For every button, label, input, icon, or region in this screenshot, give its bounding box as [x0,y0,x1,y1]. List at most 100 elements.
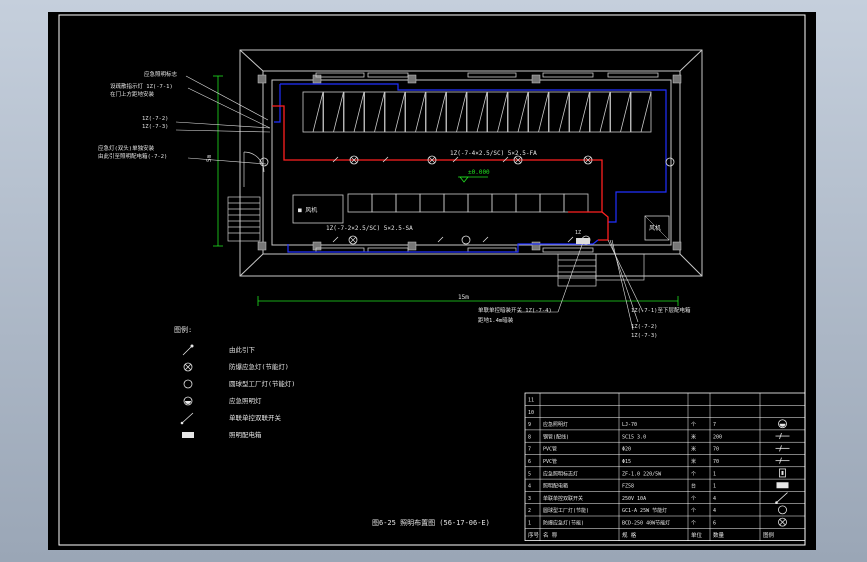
rack-cabinet [446,91,467,133]
rack-cabinet [630,91,652,133]
legend-label-6: 照明配电箱 [229,430,262,439]
rack-cabinet [323,91,344,133]
table-cell-name: 圆球型工厂灯(节能) [543,507,589,514]
room-label-right: 风机 [649,224,661,232]
rack-cabinet [466,91,488,133]
table-cell-no: 1 [528,521,531,527]
rack-cabinet [302,91,324,133]
emergency-light-icon [348,235,358,245]
equipment-rack-row-lower [347,193,589,213]
circuit-label-upper: 1Z(-7-4×2.5/SC) 5×2.5-FA [450,150,537,157]
distribution-panel [576,238,590,244]
table-cell-name: 钢管(配线) [543,433,569,440]
switch-icon [181,412,194,424]
rack-cabinet [528,91,549,133]
legend-title: 图例: [174,325,192,334]
circuit-label-lower: 1Z(-7-2×2.5/SC) 5×2.5-SA [326,225,413,232]
rack-cabinet [364,91,385,133]
table-cell-name: PVC管 [543,446,557,453]
switch-icon [776,492,788,503]
callout-left-3: 在门上方距地安装 [110,90,155,98]
rack-cabinet [539,193,565,213]
rack-cabinet [491,193,517,213]
table-cell-unit: 个 [691,508,696,514]
table-cell-model: 250V 10A [622,496,646,502]
emergency-light-icon [778,517,787,527]
drawing-caption: 图6-25 照明布置图 (56-17-06-E) [372,518,490,527]
table-cell-qty: 6 [713,521,716,527]
table-cell-no: 3 [528,496,531,502]
table-cell-model: ZF-1.0 220/5W [622,471,662,477]
rack-cabinet [371,193,397,213]
callout-right-2: 1Z(-7-2) [631,324,658,330]
table-cell-model: Φ20 [622,447,631,453]
rack-cabinet [347,193,373,213]
rack-cabinet [515,193,541,213]
lighting-plan-drawing: ■ 风机 风机 [58,14,806,546]
emergency-circuit-wire [280,83,667,223]
legend-label-2: 防爆应急灯(节能灯) [229,362,289,371]
rack-cabinet [507,91,529,133]
callout-bottom-1: 单联单控暗装开关 1Z(-7-4) [478,306,552,314]
table-cell-no: 7 [528,447,531,453]
ceiling-light-icon [183,396,193,406]
level-mark: ±0.000 [458,169,490,183]
legend: 由此引下防爆应急灯(节能灯)圆球型工厂灯(节能灯)应急照明灯单联单控双联开关照明… [180,344,295,439]
table-cell-unit: 个 [691,471,696,477]
factory-light-icon [183,379,193,389]
staircase-left [227,196,261,242]
table-cell-qty: 70 [713,447,719,453]
table-header-model: 规 格 [622,531,637,539]
table-cell-name: PVC管 [543,458,557,465]
table-cell-no: 5 [528,471,531,477]
emergency-light-icon [513,155,523,165]
exit-sign-icon [779,468,786,478]
rack-cabinet [467,193,493,213]
table-cell-qty: 70 [713,459,719,465]
table-cell-no: 11 [528,398,534,404]
arrow-down-icon [182,345,193,356]
dimensions [213,75,679,306]
table-cell-qty: 4 [713,496,716,502]
ceiling-light-icon [778,419,787,429]
table-cell-model: GC1-A 25W 节能灯 [622,507,667,514]
table-cell-no: 4 [528,484,531,490]
staircase-bottom [557,253,645,287]
legend-label-5: 单联单控双联开关 [229,413,282,422]
rack-cabinet [425,91,447,133]
columns [257,74,682,251]
dimension-width-label: 5m [206,154,213,162]
table-cell-unit: 米 [691,446,696,453]
table-cell-name: 应急照明灯 [543,421,568,428]
panel-icon [182,432,194,438]
equipment-rack-row-upper [302,91,652,133]
callout-left-7: 由此引至照明配电箱(-7-2) [98,152,167,160]
table-cell-unit: 米 [691,433,696,440]
rack-cabinet [343,91,365,133]
table-cell-name: 应急照明标志灯 [543,470,578,477]
factory-light-icon [259,157,269,167]
room-label-left: ■ 风机 [298,206,317,214]
fan-unit-right [644,215,670,241]
drawing-sheet: ■ 风机 风机 [48,12,816,550]
table-header-qty: 数量 [713,531,725,539]
rack-cabinet [395,193,421,213]
callout-leaders-left [175,75,271,165]
table-cell-unit: 台 [691,483,696,490]
table-header-name: 名 称 [543,531,558,539]
table-header-symbol: 图例 [763,531,775,539]
fan-unit-left [292,194,344,224]
callout-left-6: 应急灯(双头)单独安装 [98,144,155,152]
table-cell-no: 8 [528,434,531,440]
legend-label-3: 圆球型工厂灯(节能灯) [229,379,295,388]
table-cell-unit: 个 [691,496,696,502]
legend-label-1: 由此引下 [229,345,256,354]
callout-leaders-right [518,239,644,331]
rack-cabinet [487,91,508,133]
building-walls [239,49,703,277]
rack-cabinet [563,193,589,213]
panel-tag: 1Z [575,230,581,236]
table-cell-no: 9 [528,422,531,428]
